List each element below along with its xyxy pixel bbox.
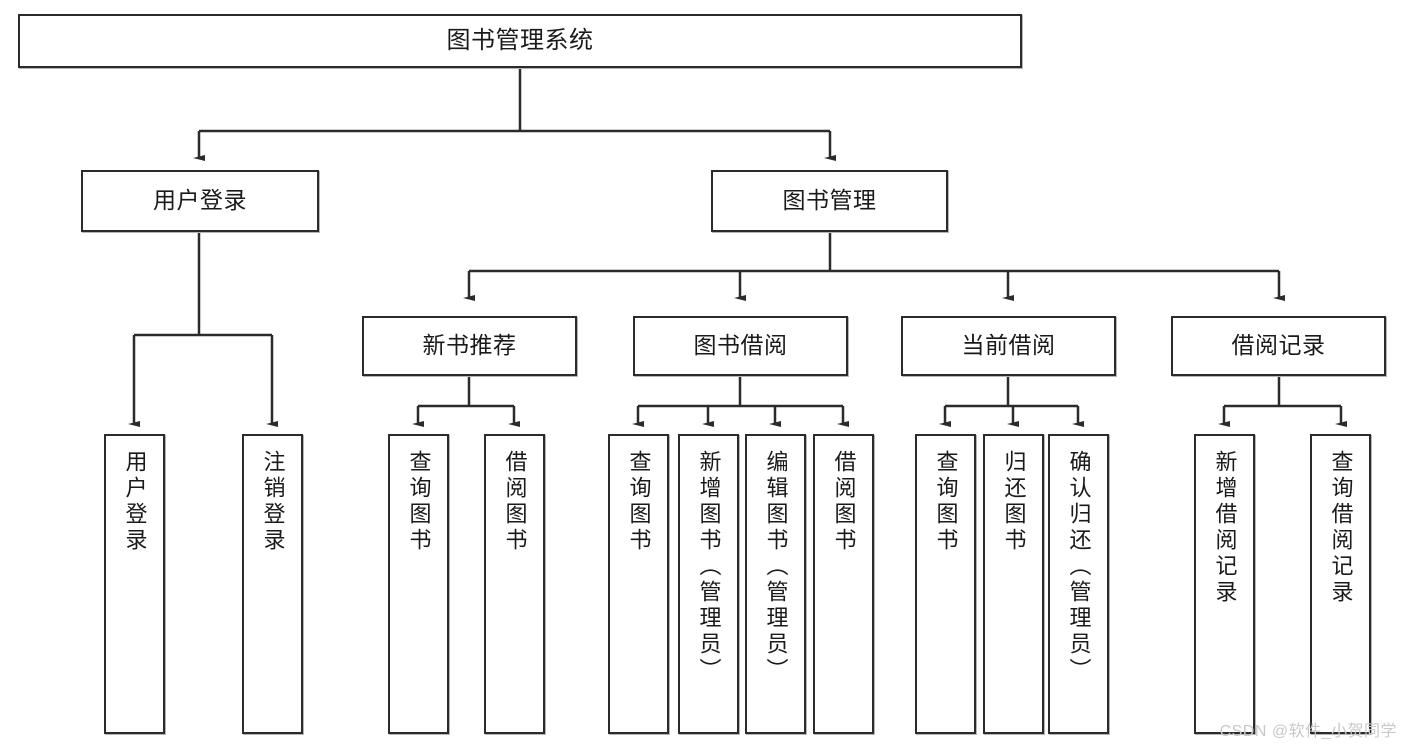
node-label: 用户登录 [122,450,148,554]
leaf-current-borrow-query[interactable]: 查询图书 [915,434,976,734]
leaf-new-book-query[interactable]: 查询图书 [388,434,449,734]
node-label: 确认归还（管理员） [1066,450,1092,684]
node-root-book-management-system[interactable]: 图书管理系统 [18,14,1022,68]
node-label: 借阅图书 [502,450,528,554]
node-label: 查询图书 [626,450,652,554]
leaf-book-borrow-borrow[interactable]: 借阅图书 [813,434,874,734]
leaf-new-book-borrow[interactable]: 借阅图书 [484,434,545,734]
node-label: 图书管理系统 [446,26,594,54]
node-borrow-record[interactable]: 借阅记录 [1171,316,1386,376]
node-label: 图书借阅 [693,332,788,359]
leaf-user-login-login[interactable]: 用户登录 [104,434,165,734]
node-label: 借阅记录 [1231,332,1326,359]
node-user-login[interactable]: 用户登录 [81,170,319,232]
node-label: 注销登录 [260,450,286,554]
node-label: 查询图书 [933,450,959,554]
node-label: 新增借阅记录 [1212,450,1238,606]
node-label: 新书推荐 [422,332,517,359]
leaf-current-borrow-confirm-return[interactable]: 确认归还（管理员） [1048,434,1109,734]
node-book-borrow[interactable]: 图书借阅 [633,316,848,376]
node-current-borrow[interactable]: 当前借阅 [901,316,1116,376]
node-label: 查询图书 [406,450,432,554]
node-label: 编辑图书（管理员） [763,450,789,684]
node-label: 借阅图书 [831,450,857,554]
node-new-book-recommend[interactable]: 新书推荐 [362,316,577,376]
node-label: 当前借阅 [961,332,1056,359]
leaf-current-borrow-return[interactable]: 归还图书 [983,434,1044,734]
node-book-management[interactable]: 图书管理 [711,170,948,232]
node-label: 用户登录 [153,187,247,214]
leaf-book-borrow-add[interactable]: 新增图书（管理员） [678,434,739,734]
leaf-borrow-record-query[interactable]: 查询借阅记录 [1310,434,1371,734]
node-label: 新增图书（管理员） [696,450,722,684]
node-label: 查询借阅记录 [1328,450,1354,606]
node-label: 图书管理 [782,187,877,214]
leaf-borrow-record-add[interactable]: 新增借阅记录 [1194,434,1255,734]
node-label: 归还图书 [1001,450,1027,554]
csdn-watermark: CSDN @软件_小贺同学 [1219,723,1397,740]
leaf-user-login-logout[interactable]: 注销登录 [242,434,303,734]
leaf-book-borrow-query[interactable]: 查询图书 [608,434,669,734]
leaf-book-borrow-edit[interactable]: 编辑图书（管理员） [745,434,806,734]
